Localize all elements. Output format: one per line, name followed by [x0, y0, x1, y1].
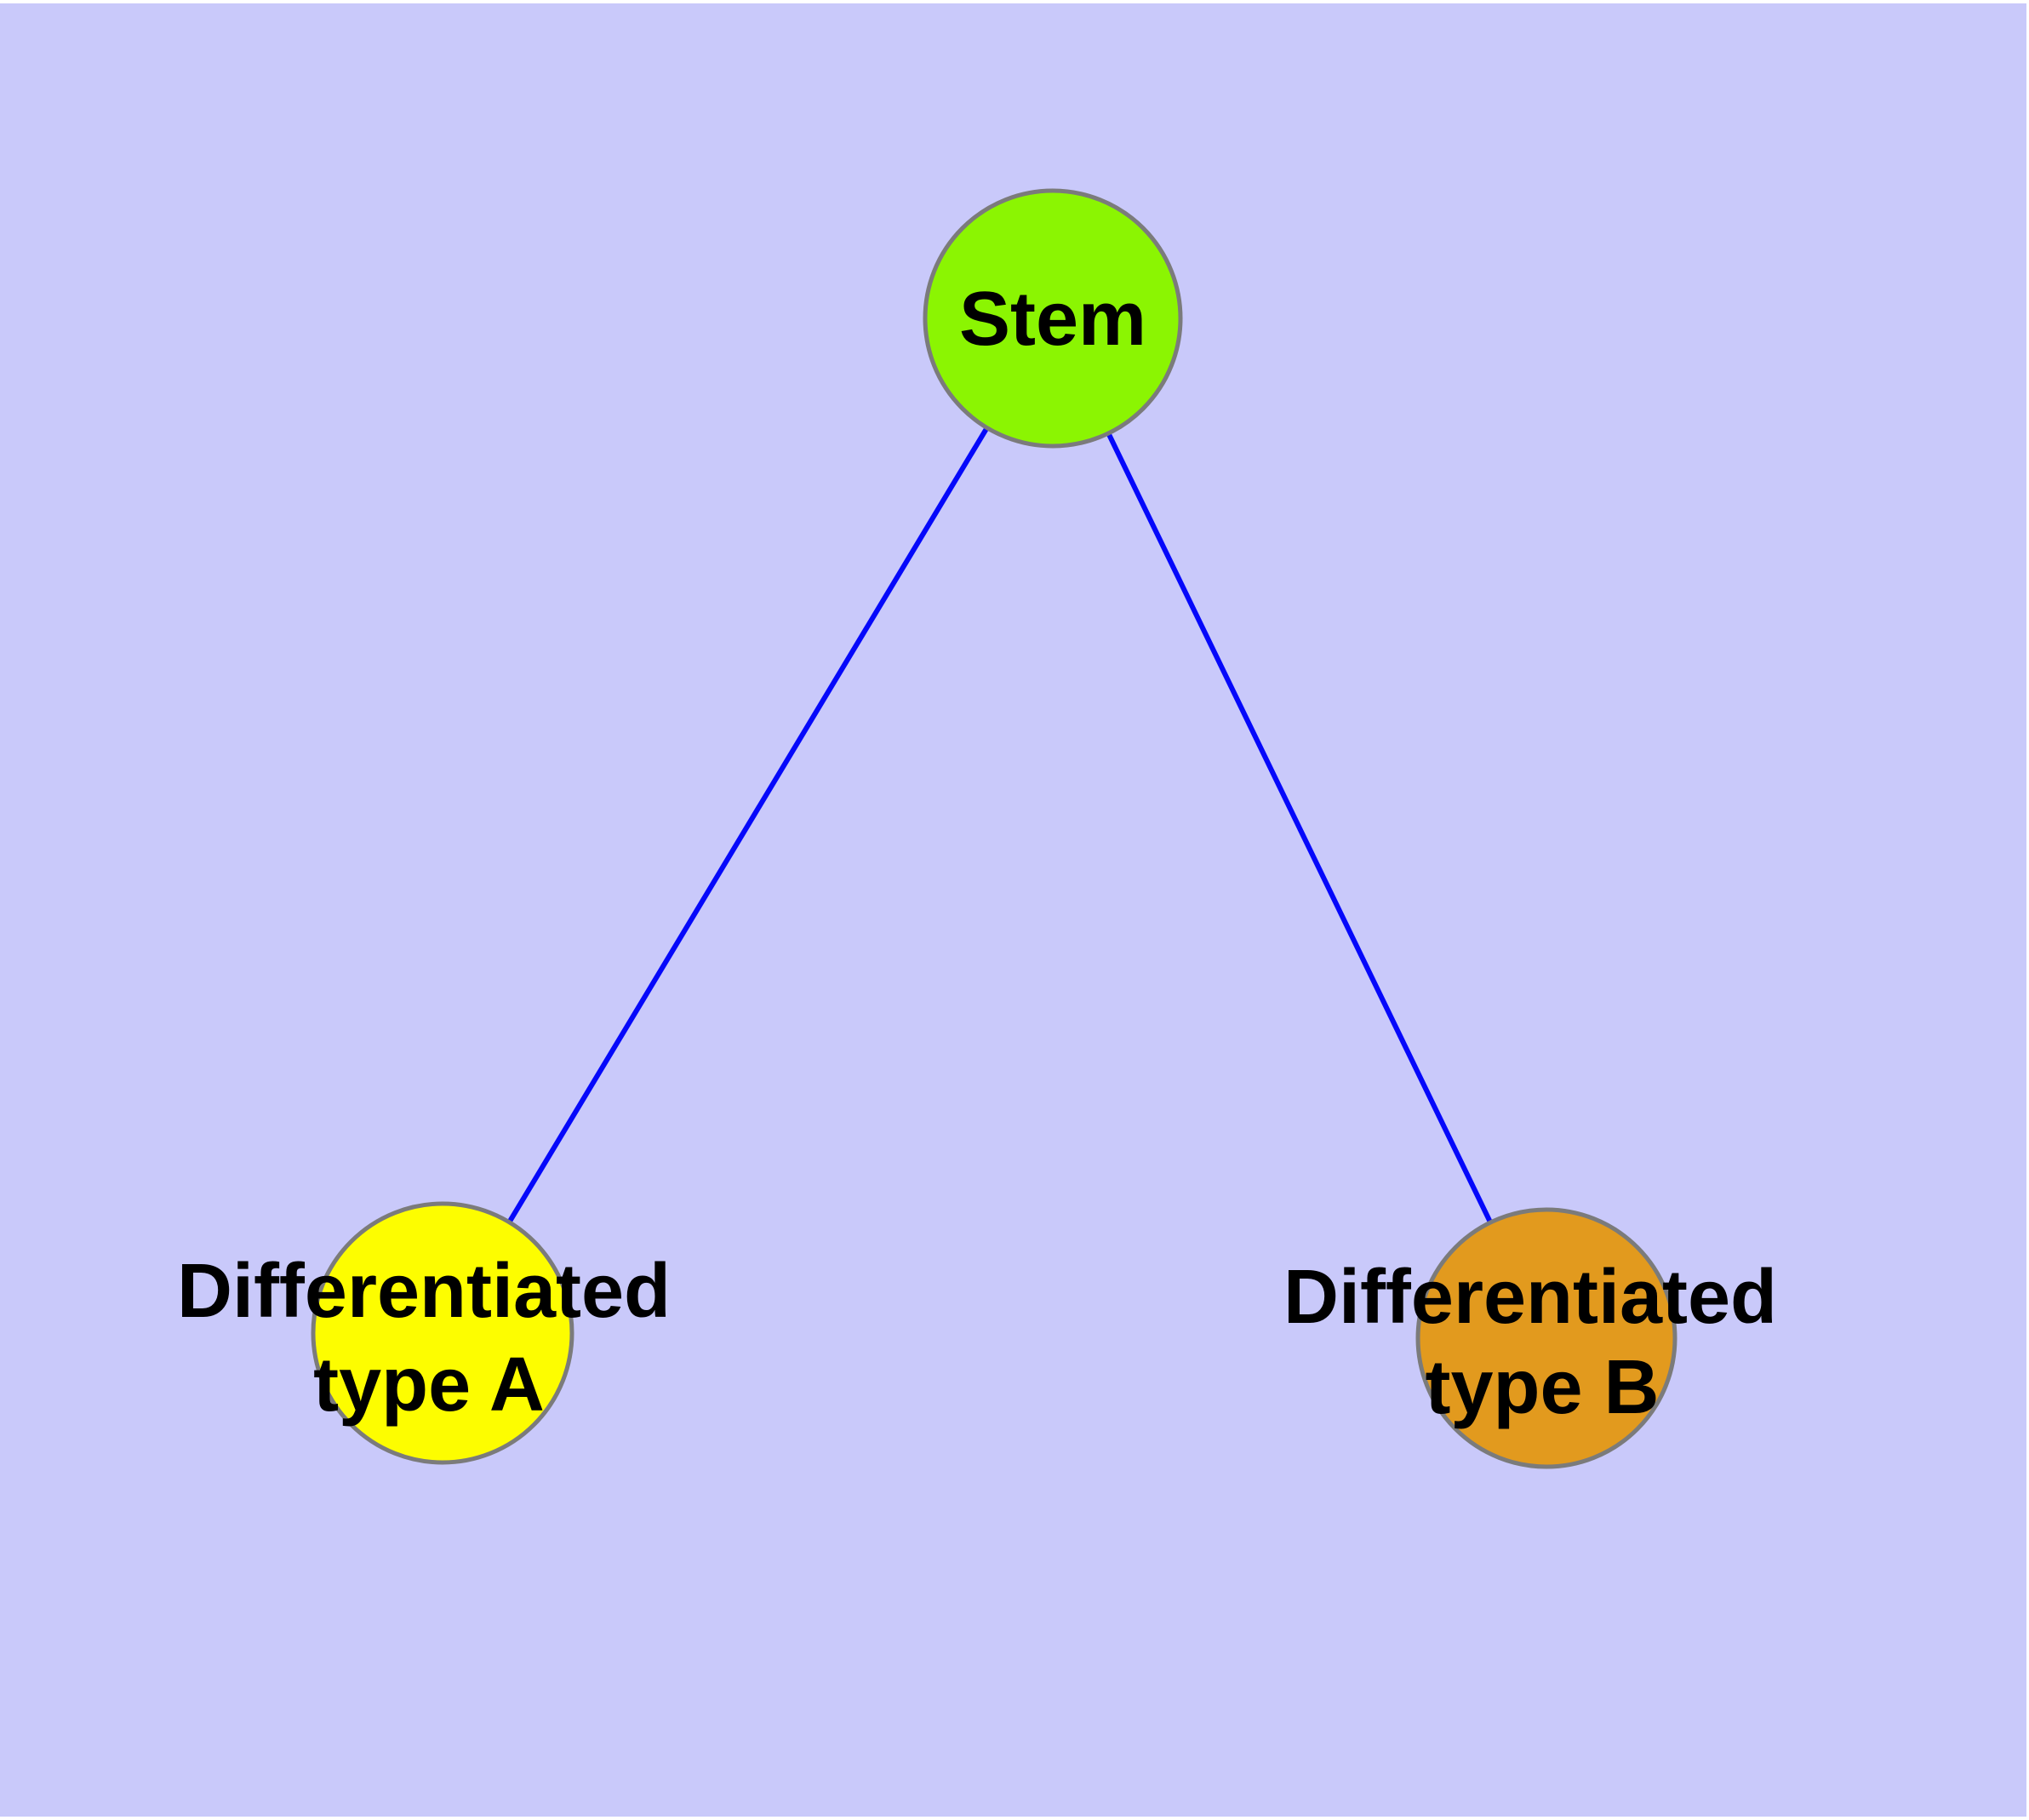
node-differentiated-type-b: Differentiated type B: [1283, 1207, 1777, 1469]
node-type-a-label-line2: type A: [313, 1342, 545, 1428]
edge-group: [440, 317, 1549, 1340]
node-type-b-circle: [1415, 1207, 1677, 1469]
node-type-b-label-line2: type B: [1425, 1345, 1659, 1430]
node-differentiated-type-a: Differentiated type A: [177, 1201, 671, 1465]
node-type-a-circle: [311, 1201, 574, 1465]
edge-stem-to-type-a: [440, 317, 1055, 1335]
node-stem: Stem: [923, 188, 1183, 449]
node-type-b-label-line1: Differentiated: [1283, 1255, 1777, 1340]
node-type-a-label-line1: Differentiated: [177, 1249, 671, 1334]
node-stem-circle: [923, 188, 1183, 449]
node-stem-label: Stem: [959, 277, 1146, 362]
edge-stem-to-type-b: [1050, 317, 1549, 1340]
